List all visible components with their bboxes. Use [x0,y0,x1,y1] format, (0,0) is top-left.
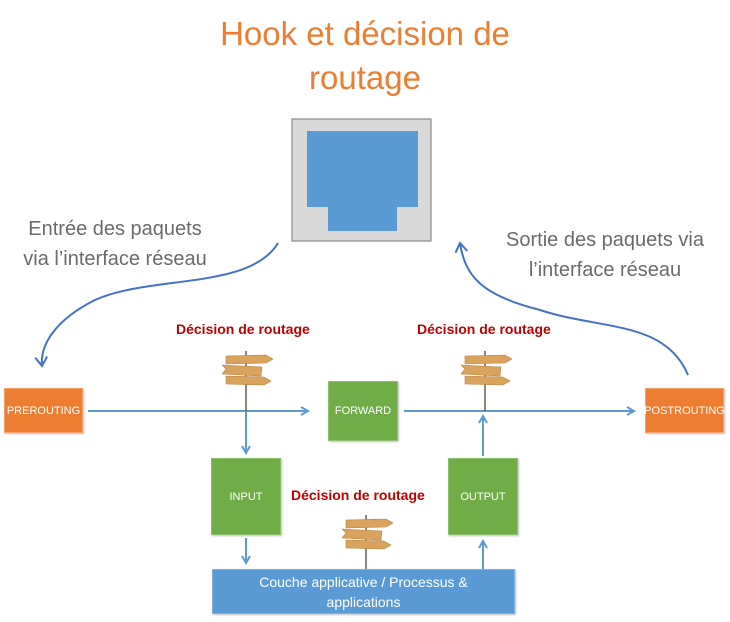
diagram-title-line2: routage [309,59,421,96]
application-layer-line1: Couche applicative / Processus & [259,573,468,590]
application-layer-line2: applications [326,593,401,610]
entry-annotation-line2: via l’interface réseau [23,248,207,270]
hook-output-label: OUTPUT [460,490,506,503]
signpost-icon [460,351,513,411]
hook-forward[interactable]: FORWARD [328,381,398,441]
entry-annotation: Entrée des paquets via l’interface résea… [0,214,230,274]
hook-output[interactable]: OUTPUT [448,458,518,535]
hook-postrouting-label: POSTROUTING [644,404,725,417]
exit-annotation-line1: Sortie des paquets via [506,229,704,251]
entry-curve-arrow [34,242,279,368]
hook-input-label: INPUT [229,490,263,503]
routing-decision-label-2: Décision de routage [417,321,551,337]
hook-postrouting[interactable]: POSTROUTING [644,388,725,433]
diagram-title-line1: Hook et décision de [220,15,510,52]
exit-curve-arrow [454,241,689,376]
routing-decision-label-3: Décision de routage [291,487,425,503]
hook-forward-label: FORWARD [334,405,392,417]
routing-decision-label-1: Décision de routage [176,321,310,337]
signpost-icon [341,515,394,570]
ethernet-port-icon [291,118,432,242]
hook-input[interactable]: INPUT [211,458,281,535]
signpost-icon [221,351,274,411]
entry-annotation-line1: Entrée des paquets [28,218,202,240]
application-layer[interactable]: Couche applicative / Processus & applica… [212,569,515,614]
hook-prerouting[interactable]: PREROUTING [4,388,83,433]
exit-annotation-line2: l’interface réseau [528,259,682,281]
hook-prerouting-label: PREROUTING [6,404,81,417]
exit-annotation: Sortie des paquets via l’interface résea… [480,225,730,285]
